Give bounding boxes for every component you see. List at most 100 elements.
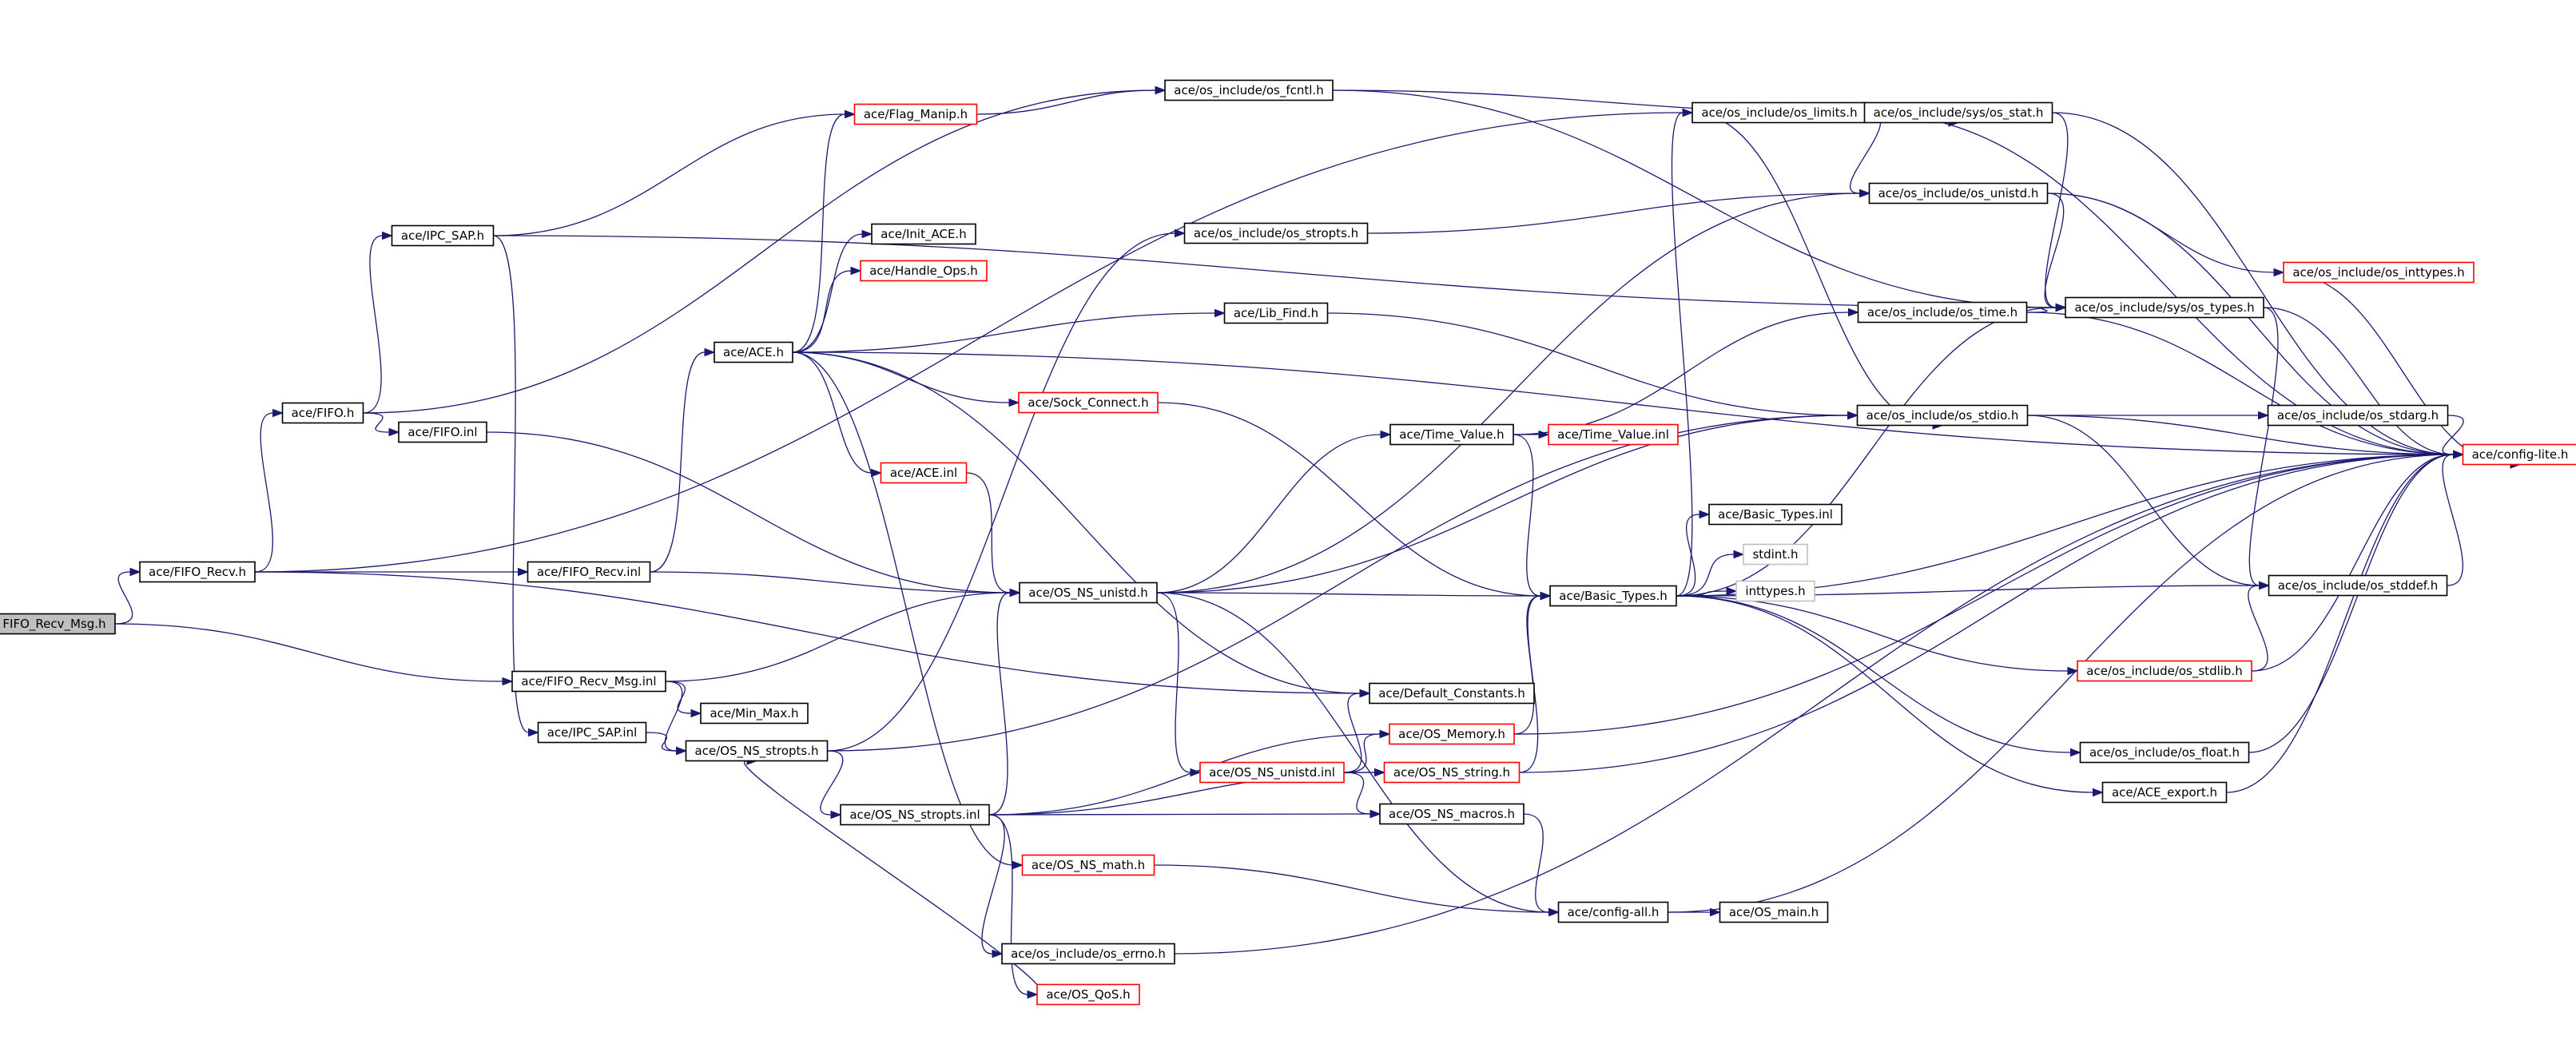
node-inttypes-h[interactable]: inttypes.h: [1735, 580, 1815, 602]
node-sys-os-types-h[interactable]: ace/os_include/sys/os_types.h: [2065, 296, 2264, 319]
node-ipc-sap-inl[interactable]: ace/IPC_SAP.inl: [537, 721, 647, 744]
edge-time_value_h-to-os_time_h: [1513, 308, 1859, 435]
edge-sys_os_types_h-to-os_stddef_h: [2248, 307, 2279, 590]
node-label: ace/IPC_SAP.h: [401, 228, 484, 244]
node-time-value-h[interactable]: ace/Time_Value.h: [1389, 423, 1514, 446]
node-os-time-h[interactable]: ace/os_include/os_time.h: [1857, 301, 2028, 324]
node-os-qos-h[interactable]: ace/OS_QoS.h: [1036, 983, 1140, 1006]
edge-os_ns_macros_h-to-config_all_h: [1523, 813, 1560, 917]
node-time-value-inl[interactable]: ace/Time_Value.inl: [1548, 423, 1679, 446]
node-label: ace/os_include/os_stdarg.h: [2277, 408, 2439, 423]
node-label: ace/os_include/os_stddef.h: [2278, 578, 2439, 593]
node-label: ace/OS_NS_string.h: [1393, 765, 1510, 780]
node-label: ace/os_include/sys/os_stat.h: [1874, 105, 2044, 121]
node-label: ace/OS_NS_math.h: [1032, 858, 1145, 873]
edge-os_ns_unistd_h-to-os_ns_unistd_inl: [1156, 592, 1202, 777]
node-basic-types-inl[interactable]: ace/Basic_Types.inl: [1708, 503, 1843, 526]
node-os-inttypes-h[interactable]: ace/os_include/os_inttypes.h: [2283, 261, 2475, 284]
node-os-ns-stropts-h[interactable]: ace/OS_NS_stropts.h: [685, 740, 829, 762]
node-label: ace/OS_NS_unistd.h: [1028, 586, 1147, 601]
edge-fifo_recv_msg_inl-to-os_ns_stropts_h: [664, 681, 687, 756]
node-min-max-h[interactable]: ace/Min_Max.h: [700, 702, 809, 724]
node-ipc-sap-h[interactable]: ace/IPC_SAP.h: [391, 224, 495, 247]
node-label: ace/Basic_Types.inl: [1718, 507, 1833, 522]
edge-os_ns_unistd_h-to-time_value_h: [1156, 430, 1392, 593]
node-label: ace/Basic_Types.h: [1559, 589, 1667, 604]
node-handle-ops-h[interactable]: ace/Handle_Ops.h: [860, 260, 988, 282]
node-os-limits-h[interactable]: ace/os_include/os_limits.h: [1691, 101, 1867, 124]
node-config-all-h[interactable]: ace/config-all.h: [1557, 901, 1669, 923]
node-sock-connect-h[interactable]: ace/Sock_Connect.h: [1018, 391, 1159, 414]
node-label: ace/ACE.inl: [890, 466, 957, 480]
edge-fifo_recv_inl-to-ace_h: [650, 347, 716, 573]
node-fifo-recv-msg-inl[interactable]: ace/FIFO_Recv_Msg.inl: [511, 670, 666, 693]
node-label: ace/os_include/os_inttypes.h: [2292, 265, 2464, 280]
node-ace-export-h[interactable]: ace/ACE_export.h: [2101, 781, 2228, 804]
edge-os_stdio_h-to-os_stdarg_h: [2027, 411, 2269, 420]
edge-root-to-fifo_recv_h: [114, 567, 141, 625]
node-stdint-h[interactable]: stdint.h: [1743, 543, 1808, 566]
node-label: ace/os_include/os_limits.h: [1701, 105, 1857, 121]
node-config-lite-h[interactable]: ace/config-lite.h: [2462, 443, 2576, 466]
node-os-memory-h[interactable]: ace/OS_Memory.h: [1389, 723, 1515, 745]
node-os-errno-h[interactable]: ace/os_include/os_errno.h: [1001, 943, 1175, 965]
node-os-ns-string-h[interactable]: ace/OS_NS_string.h: [1383, 761, 1521, 784]
node-basic-types-h[interactable]: ace/Basic_Types.h: [1549, 585, 1677, 607]
node-fifo-recv-h[interactable]: ace/FIFO_Recv.h: [139, 561, 256, 583]
node-os-stdarg-h[interactable]: ace/os_include/os_stdarg.h: [2267, 404, 2449, 427]
edge-os_memory_h-to-basic_types_h: [1513, 591, 1552, 735]
node-fifo-inl[interactable]: ace/FIFO.inl: [398, 421, 487, 443]
edge-os_time_h-to-sys_os_types_h: [2026, 303, 2067, 313]
node-os-stddef-h[interactable]: ace/os_include/os_stddef.h: [2268, 574, 2448, 597]
node-os-ns-macros-h[interactable]: ace/OS_NS_macros.h: [1379, 803, 1525, 825]
edge-os_ns_unistd_inl-to-default_constants_h: [1343, 689, 1371, 773]
node-os-float-h[interactable]: ace/os_include/os_float.h: [2079, 741, 2250, 764]
node-root[interactable]: FIFO_Recv_Msg.h: [0, 613, 116, 635]
node-os-unistd-h[interactable]: ace/os_include/os_unistd.h: [1868, 182, 2049, 204]
node-sys-os-stat-h[interactable]: ace/os_include/sys/os_stat.h: [1863, 101, 2053, 124]
node-os-stdlib-h[interactable]: ace/os_include/os_stdlib.h: [2077, 660, 2252, 682]
node-os-fcntl-h[interactable]: ace/os_include/os_fcntl.h: [1164, 79, 1334, 101]
node-os-main-h[interactable]: ace/OS_main.h: [1719, 901, 1829, 923]
edge-fifo_recv_inl-to-os_ns_unistd_h: [650, 571, 1021, 597]
edge-os_ns_unistd_inl-to-os_memory_h: [1343, 729, 1391, 773]
node-ace-inl[interactable]: ace/ACE.inl: [880, 462, 968, 484]
node-default-constants-h[interactable]: ace/Default_Constants.h: [1369, 682, 1535, 705]
node-label: ace/OS_NS_macros.h: [1389, 807, 1515, 822]
edge-os_stropts_h-to-os_unistd_h: [1367, 189, 1870, 234]
node-label: stdint.h: [1752, 547, 1798, 562]
edge-os_ns_unistd_h-to-basic_types_h: [1156, 591, 1552, 601]
node-os-stdio-h[interactable]: ace/os_include/os_stdio.h: [1856, 404, 2029, 427]
node-flag-manip-h[interactable]: ace/Flag_Manip.h: [853, 103, 978, 125]
node-label: ace/OS_main.h: [1729, 905, 1819, 920]
node-label: ace/FIFO.inl: [407, 425, 477, 439]
node-os-ns-unistd-inl[interactable]: ace/OS_NS_unistd.inl: [1199, 761, 1345, 784]
node-label: ace/Default_Constants.h: [1378, 686, 1525, 701]
edge-os_float_h-to-config_lite_h: [2248, 450, 2464, 753]
node-label: ace/FIFO_Recv.h: [149, 565, 246, 580]
edge-os_ns_stropts_inl-to-os_errno_h: [981, 814, 1005, 959]
edge-fifo_recv_msg_inl-to-os_ns_unistd_h: [665, 588, 1021, 682]
node-lib-find-h[interactable]: ace/Lib_Find.h: [1223, 302, 1329, 324]
edge-os_ns_stropts_h-to-os_ns_stropts_inl: [820, 750, 844, 820]
node-fifo-recv-inl[interactable]: ace/FIFO_Recv.inl: [527, 561, 651, 583]
edge-flag_manip_h-to-os_fcntl_h: [976, 85, 1167, 115]
node-os-stropts-h[interactable]: ace/os_include/os_stropts.h: [1183, 222, 1369, 244]
node-os-ns-math-h[interactable]: ace/OS_NS_math.h: [1021, 854, 1155, 876]
node-label: ace/OS_QoS.h: [1046, 987, 1130, 1002]
node-fifo-h[interactable]: ace/FIFO.h: [281, 402, 364, 424]
edge-os_stdlib_h-to-os_stddef_h: [2248, 581, 2270, 672]
node-os-ns-stropts-inl[interactable]: ace/OS_NS_stropts.inl: [840, 804, 990, 826]
node-label: ace/ACE_export.h: [2112, 785, 2217, 800]
edge-sys_os_stat_h-to-sys_os_types_h: [2045, 112, 2069, 312]
edge-fifo_recv_h-to-os_limits_h: [254, 108, 1694, 573]
node-ace-h[interactable]: ace/ACE.h: [714, 341, 793, 363]
node-label: ace/OS_NS_stropts.h: [695, 744, 819, 759]
edge-os_unistd_h-to-sys_os_types_h: [2044, 193, 2067, 312]
node-label: ace/config-all.h: [1568, 905, 1660, 919]
node-label: ace/FIFO.h: [292, 406, 355, 420]
node-os-ns-unistd-h[interactable]: ace/OS_NS_unistd.h: [1019, 582, 1158, 604]
node-init-ace-h[interactable]: ace/Init_ACE.h: [871, 223, 976, 245]
node-label: ace/os_include/os_float.h: [2089, 745, 2240, 760]
